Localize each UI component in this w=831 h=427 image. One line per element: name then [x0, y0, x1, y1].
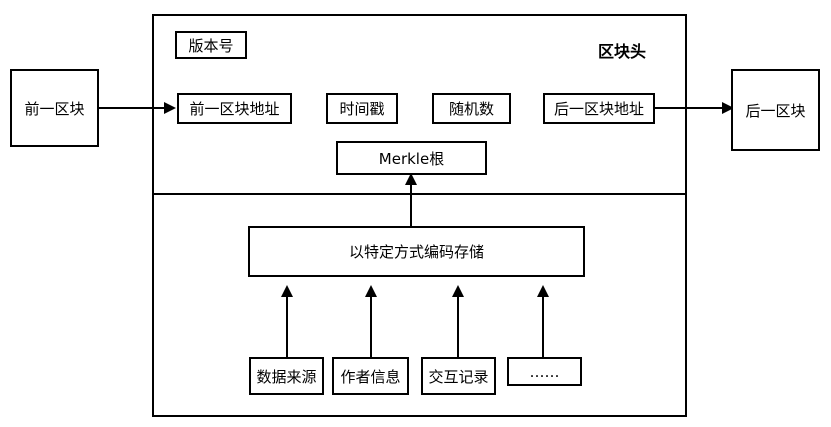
storage-box: 以特定方式编码存储: [248, 226, 585, 277]
version-box: 版本号: [175, 31, 247, 59]
more-items-box: ……: [507, 357, 582, 386]
next-block-address-box: 后一区块地址: [543, 93, 655, 124]
nonce-box: 随机数: [432, 93, 511, 124]
timestamp-box: 时间戳: [326, 93, 398, 124]
block-frame: [152, 14, 687, 417]
merkle-root-box: Merkle根: [336, 141, 487, 175]
prev-block-address-box: 前一区块地址: [177, 93, 292, 124]
block-header-title: 区块头: [598, 42, 647, 61]
author-info-box: 作者信息: [332, 357, 409, 395]
interaction-record-box: 交互记录: [421, 357, 496, 395]
data-source-box: 数据来源: [249, 357, 324, 395]
header-body-divider: [152, 193, 687, 195]
prev-block-box: 前一区块: [10, 69, 99, 147]
next-block-box: 后一区块: [731, 69, 820, 151]
